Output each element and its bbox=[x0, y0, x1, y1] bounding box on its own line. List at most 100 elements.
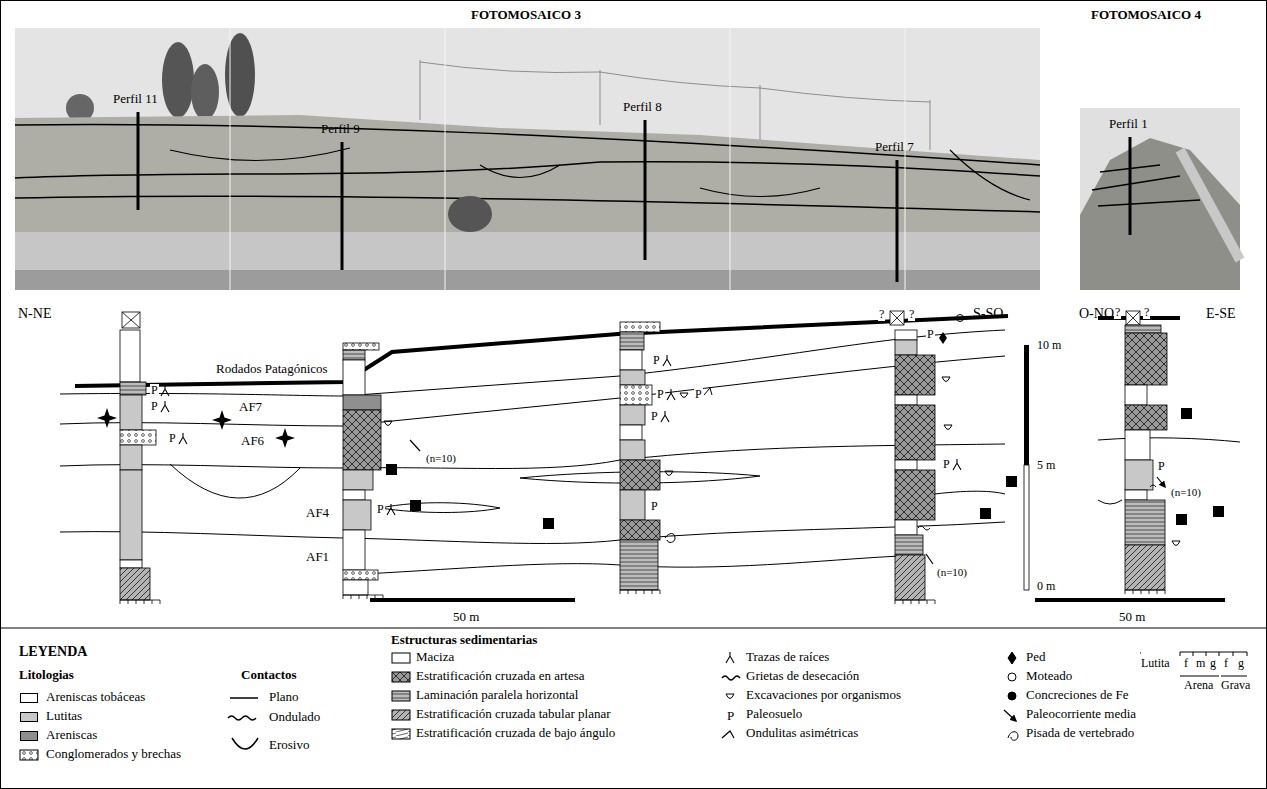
paleosol-mark: P bbox=[150, 384, 159, 397]
correlation-lines bbox=[60, 330, 1240, 575]
column-perfil-1-part bbox=[1126, 311, 1140, 325]
photomosaic-3-part bbox=[15, 196, 1040, 212]
legend-swatch bbox=[20, 731, 38, 741]
paleocurrent-count: (n=10) bbox=[425, 452, 457, 464]
column-perfil-1-part bbox=[1125, 545, 1165, 590]
legend-text: Ped bbox=[1025, 650, 1047, 664]
paleosol-mark: P bbox=[650, 410, 659, 423]
stratigraphic-columns bbox=[120, 311, 1167, 604]
legend-text: Pisada de vertebrado bbox=[1025, 726, 1135, 740]
legend-samples-part bbox=[1008, 652, 1016, 664]
column-symbols bbox=[97, 315, 1224, 565]
legend-samples-part bbox=[228, 716, 256, 720]
column-perfil-9-part bbox=[343, 490, 365, 500]
correlation-lines-part bbox=[60, 522, 1005, 543]
column-perfil-8-part bbox=[620, 425, 642, 440]
paleosol-mark: P bbox=[656, 388, 665, 401]
legend-text: Ondulitas asimétricas bbox=[745, 726, 859, 740]
column-perfil-8-part bbox=[620, 540, 658, 590]
column-perfil-8-part bbox=[620, 370, 645, 385]
scale-label: 0 m bbox=[1036, 580, 1056, 593]
column-perfil-8-part bbox=[620, 332, 644, 350]
legend-samples bbox=[20, 652, 1247, 760]
uncertain-mark: ? bbox=[1143, 306, 1150, 319]
legend-samples-part bbox=[1004, 710, 1016, 721]
column-symbols-part bbox=[667, 389, 675, 400]
column-perfil-8-part bbox=[620, 460, 660, 490]
paleosol-mark: P bbox=[942, 458, 951, 471]
legend-samples-part bbox=[726, 694, 734, 699]
photomosaic-4-part bbox=[1080, 108, 1240, 290]
column-symbols-part bbox=[97, 408, 117, 428]
legend-samples-part bbox=[722, 676, 740, 680]
legend-text: Estratificación cruzada de bajo ángulo bbox=[415, 726, 616, 740]
photomosaic-3-part bbox=[15, 270, 1040, 290]
correlation-lines-part bbox=[1098, 438, 1240, 442]
legend-heading: Estructuras sedimentarias bbox=[390, 633, 538, 647]
column-perfil-1-part bbox=[1125, 590, 1165, 594]
photomosaic-3-part bbox=[191, 64, 219, 120]
column-symbols-part bbox=[980, 508, 991, 519]
column-perfil-7-part bbox=[895, 520, 917, 535]
profile-label: Perfil 1 bbox=[1108, 117, 1149, 131]
legend-text: Lutitas bbox=[45, 709, 83, 723]
legend-heading: Contactos bbox=[240, 668, 298, 682]
column-symbols-part bbox=[410, 500, 421, 511]
legend-text: Plano bbox=[268, 690, 300, 704]
column-symbols-part bbox=[663, 355, 671, 366]
legend-text: Laminación paralela horizontal bbox=[415, 688, 579, 702]
scale-label: 5 m bbox=[1036, 459, 1056, 472]
column-symbols-part bbox=[384, 421, 392, 426]
legend-text: Estratificación cruzada tabular planar bbox=[415, 707, 612, 721]
legend-text: Paleocorriente media bbox=[1025, 707, 1137, 721]
legend-text: Ondulado bbox=[268, 710, 321, 724]
paleosol-mark: P bbox=[652, 354, 661, 367]
column-perfil-1-part bbox=[1125, 405, 1167, 430]
column-symbols-part bbox=[665, 534, 675, 543]
profile-label: Perfil 7 bbox=[874, 140, 915, 154]
profile-label: Perfil 8 bbox=[622, 100, 663, 114]
photomosaic-3-part bbox=[15, 115, 1040, 238]
orientation-label: S-SO bbox=[972, 306, 1004, 321]
column-perfil-11 bbox=[120, 312, 160, 604]
grain-scale-label: g bbox=[1209, 657, 1217, 670]
column-perfil-11-part bbox=[120, 600, 160, 604]
column-perfil-7 bbox=[890, 311, 935, 604]
photomosaic-3-part bbox=[15, 162, 1040, 178]
paleocurrent-count: (n=10) bbox=[1170, 486, 1202, 498]
photomosaic-4 bbox=[1080, 108, 1240, 290]
column-perfil-8 bbox=[620, 322, 660, 594]
column-perfil-1-part bbox=[1125, 325, 1161, 333]
column-perfil-9-part bbox=[343, 500, 371, 530]
legend-samples-part bbox=[392, 710, 410, 720]
legend-samples-part bbox=[230, 697, 258, 699]
column-symbols-part bbox=[212, 410, 232, 430]
legend-text: Areniscas tobáceas bbox=[45, 690, 146, 704]
photomosaic-3 bbox=[15, 28, 1040, 290]
column-symbols-part bbox=[1213, 506, 1224, 517]
column-perfil-7-part bbox=[895, 355, 935, 395]
photomosaic-3-part bbox=[15, 28, 1040, 290]
legend-text: Moteado bbox=[1025, 669, 1073, 683]
photomosaic-4-part bbox=[1092, 165, 1200, 206]
column-perfil-1-part bbox=[1126, 311, 1140, 325]
profile-label: Perfil 11 bbox=[112, 92, 159, 106]
grain-scale-label: f bbox=[1183, 657, 1189, 670]
column-perfil-1-part bbox=[1125, 490, 1147, 500]
column-symbols-part bbox=[665, 471, 673, 476]
facies-label: AF1 bbox=[305, 550, 330, 564]
facies-label: AF4 bbox=[305, 506, 330, 520]
column-symbols-part bbox=[680, 393, 688, 398]
legend-text: Excavaciones por organismos bbox=[745, 688, 902, 702]
photomosaic-4-part bbox=[1129, 137, 1132, 235]
column-symbols-part bbox=[661, 411, 669, 422]
scale-bars-part bbox=[370, 598, 1225, 602]
correlation-lines-part bbox=[1098, 500, 1122, 504]
column-perfil-7-part bbox=[890, 311, 904, 325]
paleocurrent-count: (n=10) bbox=[936, 566, 968, 578]
legend-samples-part bbox=[392, 691, 410, 701]
column-perfil-9-part bbox=[343, 580, 368, 595]
legend-text: Estratificación cruzada en artesa bbox=[415, 669, 586, 683]
column-perfil-11-part bbox=[122, 312, 140, 328]
